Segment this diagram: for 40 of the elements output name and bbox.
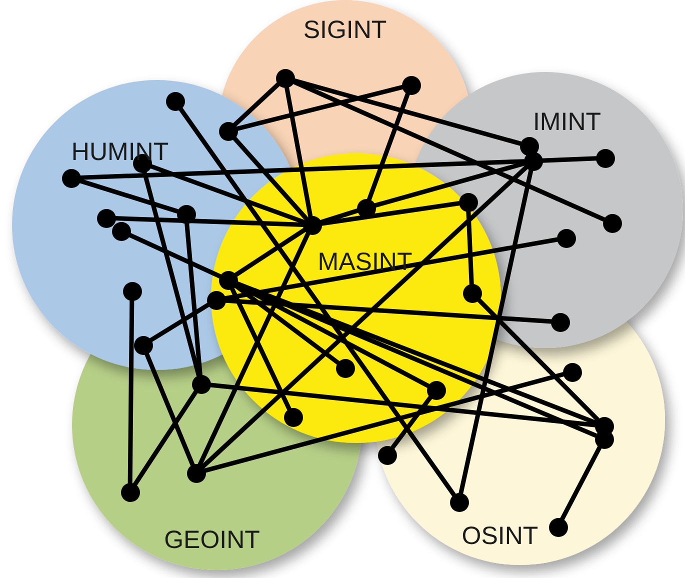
connector-line <box>284 86 313 217</box>
connector-line <box>178 106 456 496</box>
discipline-label: IMINT <box>532 110 602 135</box>
connector-line <box>114 216 304 227</box>
connector-line <box>466 210 474 285</box>
connector-line <box>149 302 210 342</box>
connector-line <box>541 156 597 163</box>
connector-line <box>204 372 564 473</box>
connector-line <box>128 300 134 484</box>
connector-line <box>320 201 460 226</box>
connector-line <box>234 228 306 278</box>
connector-line <box>292 78 522 146</box>
discipline-label: HUMINT <box>71 140 169 165</box>
connector-line <box>236 84 404 132</box>
connector-line <box>144 352 195 466</box>
connector-line <box>230 286 292 410</box>
connector-line <box>458 168 534 494</box>
connector-line <box>149 164 305 224</box>
connector-line <box>224 237 558 301</box>
connector-line <box>232 136 308 220</box>
connector-line <box>78 178 178 214</box>
connector-line <box>184 222 202 376</box>
connector-line <box>374 161 526 208</box>
connector-line <box>390 395 433 450</box>
connector-line <box>224 298 552 324</box>
connector-line <box>232 82 280 127</box>
connector-line <box>128 232 222 278</box>
connector-line <box>560 446 602 520</box>
connector-line <box>142 170 201 376</box>
discipline-label: MASINT <box>318 250 412 275</box>
connector-line <box>366 92 410 201</box>
connector-line <box>200 165 528 469</box>
connector-line <box>79 159 525 180</box>
connector-line <box>476 297 600 422</box>
connector-line <box>132 390 198 486</box>
discipline-label: SIGINT <box>303 18 387 43</box>
connector-line <box>198 232 310 466</box>
discipline-label: GEOINT <box>164 528 260 553</box>
connector-line <box>209 382 596 428</box>
discipline-label: OSINT <box>462 524 538 549</box>
